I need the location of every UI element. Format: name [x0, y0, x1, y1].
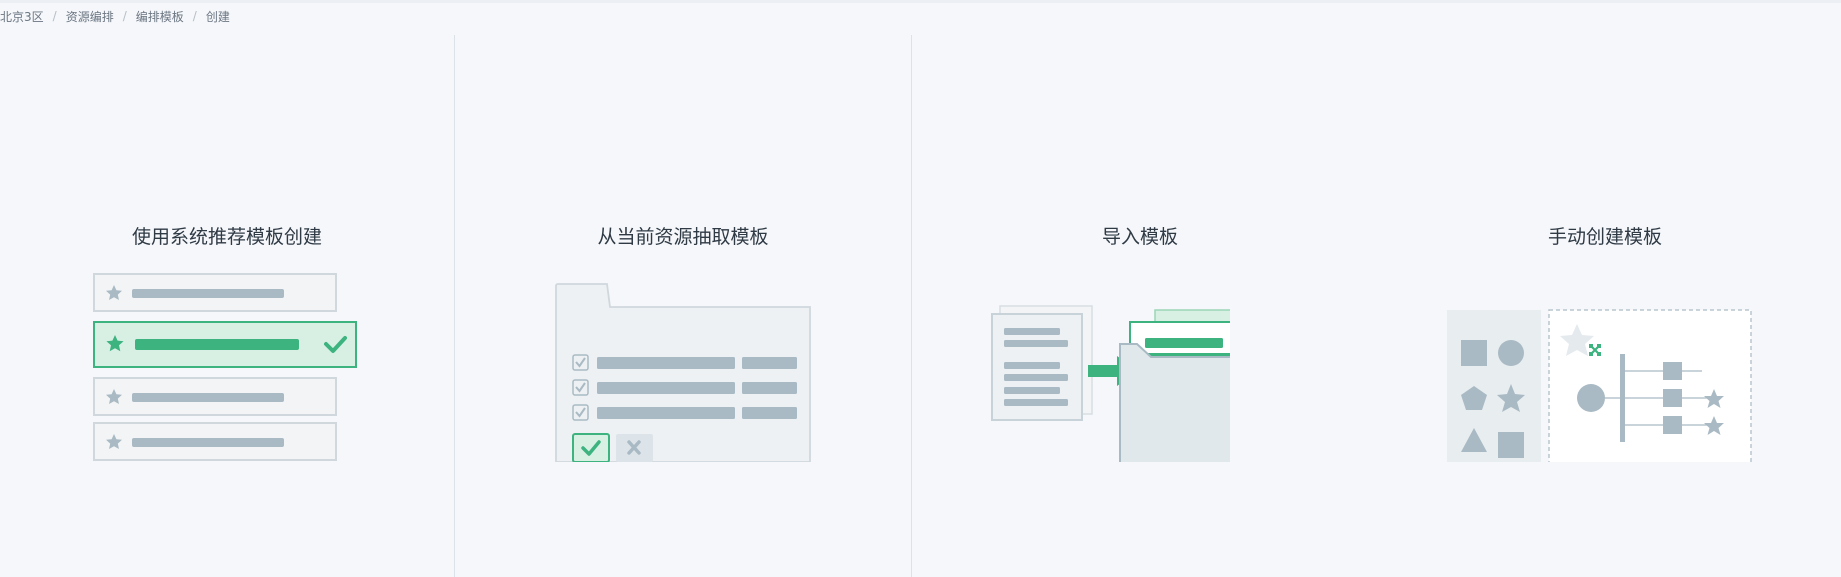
template-list-item — [93, 422, 337, 461]
checklist-row — [572, 404, 797, 421]
option-title: 手动创建模板 — [1547, 226, 1662, 248]
cancel-icon — [616, 434, 653, 462]
option-title: 使用系统推荐模板创建 — [131, 226, 322, 248]
option-extract-from-resources[interactable]: 从当前资源抽取模板 — [455, 36, 911, 577]
top-border — [0, 0, 1841, 3]
breadcrumb: 北京3区 / 资源编排 / 编排模板 / 创建 — [0, 8, 230, 24]
breadcrumb-orchestration-templates[interactable]: 编排模板 — [135, 9, 184, 24]
checklist-row — [572, 354, 797, 371]
checklist-row — [572, 379, 797, 396]
breadcrumb-current-create: 创建 — [205, 9, 230, 24]
option-import-template[interactable]: 导入模板 — [912, 36, 1368, 577]
breadcrumb-separator: / — [52, 9, 57, 23]
folder-icon — [1119, 321, 1230, 462]
move-handle-icon — [1589, 344, 1601, 356]
option-manual-create-template[interactable]: 手动创建模板 — [1369, 36, 1841, 577]
shape-palette-canvas-illustration — [1447, 309, 1752, 462]
column-divider — [454, 35, 455, 577]
column-divider — [911, 35, 912, 577]
option-system-recommended-template[interactable]: 使用系统推荐模板创建 — [0, 36, 454, 577]
template-list-item — [93, 273, 337, 312]
confirm-icon — [572, 433, 610, 462]
canvas — [1548, 309, 1752, 462]
breadcrumb-region[interactable]: 北京3区 — [0, 9, 44, 24]
shape-palette — [1447, 310, 1541, 462]
document-import-folder-illustration — [991, 305, 1230, 462]
resource-folder-checklist-illustration — [555, 283, 811, 462]
template-list-item-selected — [93, 321, 357, 368]
breadcrumb-separator: / — [192, 9, 197, 23]
document-icon — [991, 313, 1083, 421]
template-list-illustration — [93, 273, 357, 461]
breadcrumb-separator: / — [122, 9, 127, 23]
option-title: 导入模板 — [1101, 226, 1178, 248]
option-title: 从当前资源抽取模板 — [597, 226, 769, 248]
breadcrumb-resource-orchestration[interactable]: 资源编排 — [65, 9, 114, 24]
template-list-item — [93, 377, 337, 416]
